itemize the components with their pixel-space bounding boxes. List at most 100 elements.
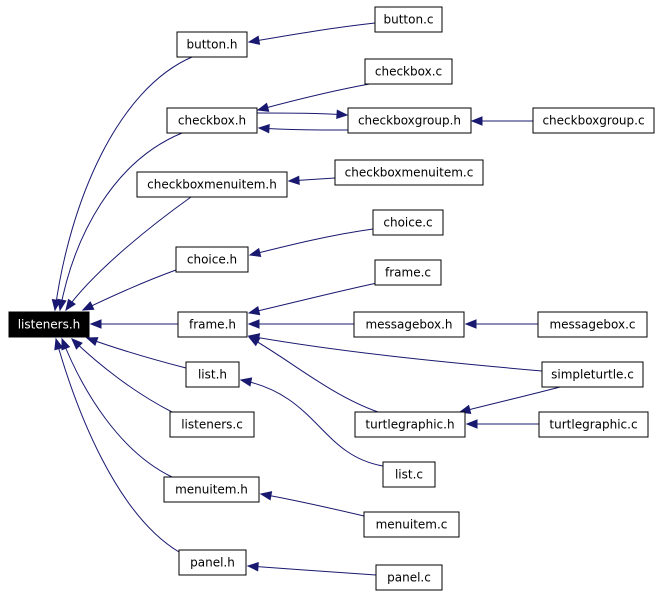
node-checkbox-h[interactable]: checkbox.h	[166, 107, 258, 134]
arrowhead	[465, 419, 478, 429]
node-checkboxgroup-c[interactable]: checkboxgroup.c	[532, 107, 655, 134]
node-choice-c[interactable]: choice.c	[372, 209, 444, 236]
node-list-c[interactable]: list.c	[382, 461, 436, 488]
node-panel-c[interactable]: panel.c	[375, 564, 443, 591]
node-box	[163, 476, 260, 503]
node-checkbox-c[interactable]: checkbox.c	[364, 58, 453, 85]
edge-checkboxmenuitem-c-to-checkboxmenuitem-h	[287, 175, 336, 186]
node-frame-h[interactable]: frame.h	[177, 311, 248, 338]
node-choice-h[interactable]: choice.h	[175, 246, 249, 273]
arrowhead	[256, 102, 270, 112]
node-box	[374, 6, 443, 33]
edge-choice-c-to-choice-h	[248, 228, 374, 258]
arrowhead	[336, 109, 349, 120]
edge-checkbox-h-to-listeners-h	[57, 132, 183, 312]
node-label: messagebox.h	[365, 318, 452, 332]
arrowhead	[65, 298, 76, 312]
edge-choice-h-to-listeners-h	[81, 269, 177, 311]
edge-checkboxgroup-h-to-checkbox-h	[257, 123, 349, 134]
node-checkboxmenuitem-c[interactable]: checkboxmenuitem.c	[334, 159, 484, 186]
arrowhead	[248, 247, 262, 258]
node-turtlegraphic-c[interactable]: turtlegraphic.c	[538, 411, 649, 438]
node-label: frame.h	[189, 318, 236, 332]
arrowhead	[464, 319, 477, 329]
edge-turtlegraphic-c-to-turtlegraphic-h	[465, 419, 539, 429]
node-menuitem-c[interactable]: menuitem.c	[363, 511, 460, 538]
node-label: simpleturtle.c	[551, 368, 634, 382]
node-box	[538, 411, 649, 438]
edge-panel-c-to-panel-h	[246, 561, 377, 576]
node-box	[175, 246, 249, 273]
node-panel-h[interactable]: panel.h	[178, 549, 247, 576]
arrowhead	[247, 336, 261, 347]
edge-checkbox-c-to-checkbox-h	[256, 82, 376, 112]
node-label: list.h	[198, 368, 227, 382]
node-menuitem-h[interactable]: menuitem.h	[163, 476, 260, 503]
node-label: menuitem.h	[175, 483, 248, 497]
arrowhead	[54, 337, 64, 351]
edge-messagebox-c-to-messagebox-h	[464, 319, 538, 329]
node-simpleturtle-c[interactable]: simpleturtle.c	[541, 361, 644, 388]
node-box	[353, 311, 465, 338]
node-label: listeners.c	[181, 418, 243, 432]
arrowhead	[247, 319, 260, 329]
node-turtlegraphic-h[interactable]: turtlegraphic.h	[354, 411, 466, 438]
node-label: panel.c	[387, 571, 431, 585]
node-box	[136, 171, 288, 198]
node-list-h[interactable]: list.h	[185, 361, 240, 388]
arrowhead	[81, 301, 95, 311]
node-box	[8, 311, 90, 338]
node-box	[382, 461, 436, 488]
node-button-h[interactable]: button.h	[176, 31, 248, 58]
node-frame-c[interactable]: frame.c	[374, 259, 442, 286]
node-label: frame.c	[385, 266, 431, 280]
node-button-c[interactable]: button.c	[374, 6, 443, 33]
node-messagebox-c[interactable]: messagebox.c	[537, 311, 648, 338]
node-checkboxgroup-h[interactable]: checkboxgroup.h	[347, 107, 472, 134]
node-listeners-h[interactable]: listeners.h	[8, 311, 90, 338]
node-label: panel.h	[190, 556, 235, 570]
node-messagebox-h[interactable]: messagebox.h	[353, 311, 465, 338]
arrowhead	[57, 298, 67, 312]
node-box	[169, 411, 255, 438]
node-box	[372, 209, 444, 236]
edges-layer	[51, 22, 561, 576]
arrowhead	[259, 491, 273, 501]
node-label: menuitem.c	[376, 518, 448, 532]
node-label: checkboxgroup.h	[358, 114, 461, 128]
nodes-layer: listeners.h button.h button.c checkbox.h che…	[8, 6, 655, 591]
arrowhead	[61, 337, 71, 351]
node-box	[166, 107, 258, 134]
edge-button-c-to-button-h	[247, 22, 376, 45]
node-label: turtlegraphic.h	[365, 418, 454, 432]
arrowhead	[287, 175, 300, 186]
node-checkboxmenuitem-h[interactable]: checkboxmenuitem.h	[136, 171, 288, 198]
arrowhead	[239, 377, 253, 387]
node-box	[537, 311, 648, 338]
arrowhead	[246, 561, 259, 572]
edge-messagebox-h-to-frame-h	[247, 319, 354, 329]
edge-list-h-to-listeners-h	[85, 337, 187, 369]
node-label: messagebox.c	[549, 318, 635, 332]
node-label: button.c	[384, 13, 434, 27]
node-box	[532, 107, 655, 134]
arrowhead	[470, 116, 483, 126]
node-box	[185, 361, 240, 388]
node-box	[347, 107, 472, 134]
edge-frame-c-to-frame-h	[247, 282, 378, 316]
node-label: checkboxmenuitem.h	[147, 178, 277, 192]
node-listeners-c[interactable]: listeners.c	[169, 411, 255, 438]
edge-frame-h-to-listeners-h	[89, 319, 178, 329]
node-box	[177, 311, 248, 338]
edge-checkbox-h-to-checkboxgroup-h	[256, 109, 349, 120]
edge-checkboxgroup-c-to-checkboxgroup-h	[470, 116, 533, 126]
node-label: choice.h	[187, 253, 237, 267]
node-label: choice.c	[383, 216, 432, 230]
edge-menuitem-h-to-listeners-h	[61, 337, 173, 478]
node-box	[375, 564, 443, 591]
node-label: button.h	[187, 38, 238, 52]
arrowhead	[257, 123, 270, 134]
node-label: checkboxgroup.c	[542, 114, 644, 128]
node-label: list.c	[395, 468, 423, 482]
node-label: turtlegraphic.c	[549, 418, 637, 432]
